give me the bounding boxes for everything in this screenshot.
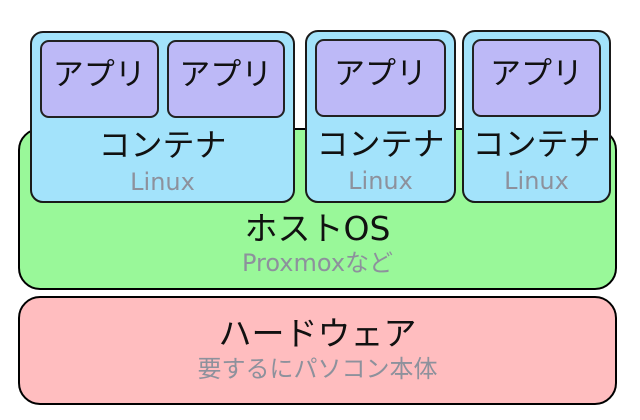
container-box-3: アプリ コンテナ Linux [462,30,611,203]
hardware-label: ハードウェア [218,314,417,354]
container-sublabel: Linux [504,167,569,195]
app-box: アプリ [472,39,601,117]
apps-row: アプリ [464,32,609,117]
container-box-1: アプリ アプリ コンテナ Linux [30,31,295,203]
container-label: コンテナ [472,125,601,163]
hardware-sublabel: 要するにパソコン本体 [197,355,438,384]
container-sublabel: Linux [130,168,195,196]
app-box: アプリ [40,40,159,118]
host-os-sublabel: Proxmoxなど [241,249,394,278]
container-sublabel: Linux [348,167,413,195]
app-box: アプリ [315,39,446,117]
container-box-2: アプリ コンテナ Linux [305,30,456,203]
container-label: コンテナ [316,125,445,163]
container-label: コンテナ [98,126,227,164]
apps-row: アプリ アプリ [32,33,293,118]
apps-row: アプリ [307,32,454,117]
app-box: アプリ [166,40,285,118]
host-os-label: ホストOS [244,208,391,248]
hardware-box: ハードウェア 要するにパソコン本体 [18,296,617,405]
